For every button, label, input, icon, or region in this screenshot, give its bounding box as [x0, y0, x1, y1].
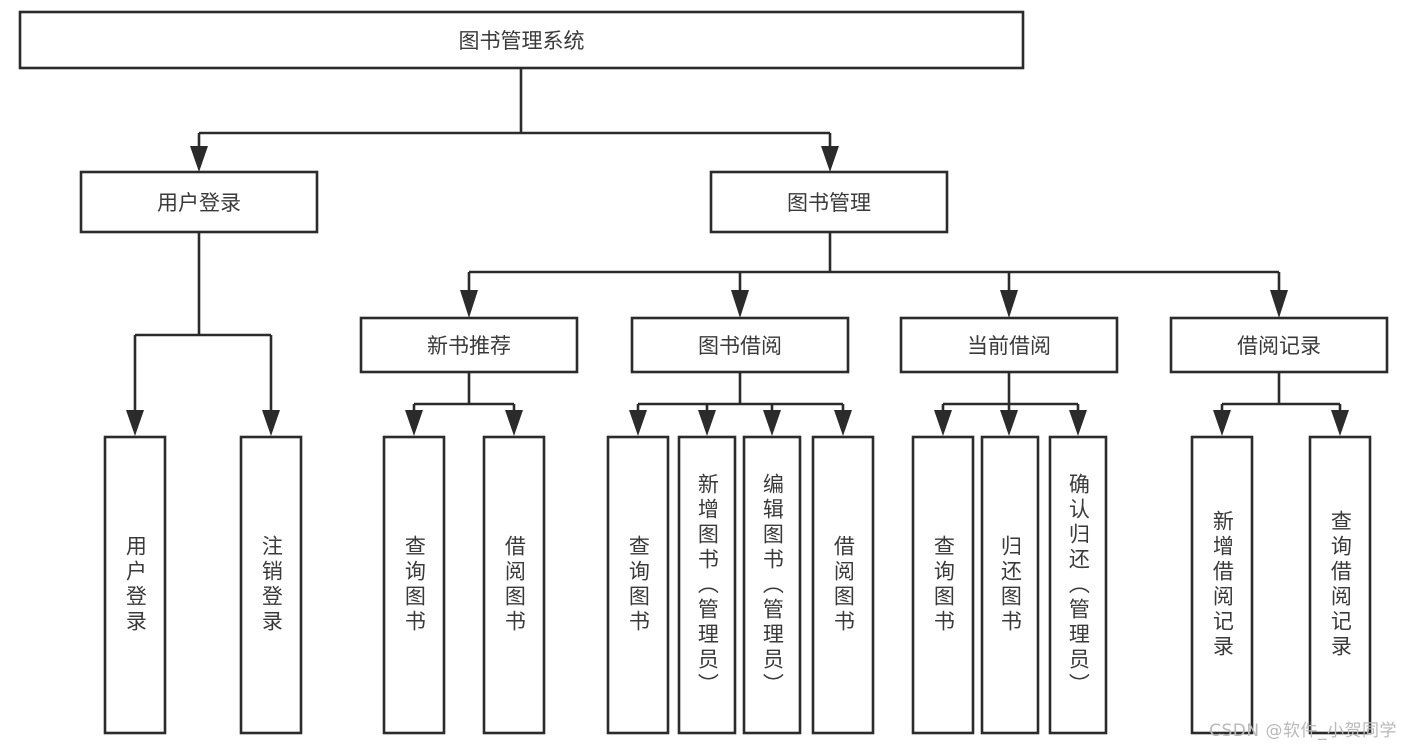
node-leaf-query-book-borrow[interactable]: [606, 435, 670, 735]
node-user-login[interactable]: [79, 170, 319, 234]
arrowhead-nb-leaf-1: [405, 410, 423, 436]
watermark-text: CSDN @软件_小贺同学: [1209, 721, 1397, 741]
node-root-book-management-system[interactable]: [18, 10, 1025, 70]
node-current-borrowing[interactable]: [899, 316, 1119, 374]
node-leaf-query-book-new[interactable]: [382, 435, 446, 735]
arrowhead-bb-leaf-4: [834, 410, 852, 436]
node-leaf-borrow-book[interactable]: [811, 435, 875, 735]
node-leaf-borrow-book-new[interactable]: [482, 435, 546, 735]
arrowhead-book-management: [821, 146, 839, 172]
node-leaf-user-login[interactable]: [103, 435, 167, 735]
node-leaf-return-book[interactable]: [980, 435, 1040, 735]
arrowhead-cb-leaf-1: [934, 410, 952, 436]
node-leaf-logout[interactable]: [239, 435, 303, 735]
arrowhead-leaf-logout: [262, 410, 280, 436]
node-borrowing-record[interactable]: [1169, 316, 1389, 374]
arrowhead-new-book: [460, 290, 478, 318]
arrowhead-br-leaf-2: [1331, 410, 1349, 436]
arrowhead-current-borrow: [1000, 290, 1018, 318]
node-book-management[interactable]: [709, 170, 949, 234]
node-leaf-query-borrow-record[interactable]: [1308, 435, 1372, 735]
arrowhead-br-leaf-1: [1213, 410, 1231, 436]
arrowhead-borrow-record: [1270, 290, 1288, 318]
arrowhead-bb-leaf-3: [763, 410, 781, 436]
node-book-borrowing[interactable]: [630, 316, 850, 374]
node-leaf-confirm-return-admin[interactable]: [1048, 435, 1108, 735]
node-new-book-recommendation[interactable]: [359, 316, 579, 374]
arrowhead-leaf-user-login: [126, 410, 144, 436]
node-leaf-edit-book-admin[interactable]: [742, 435, 802, 735]
arrowhead-bb-leaf-1: [629, 410, 647, 436]
arrowhead-nb-leaf-2: [505, 410, 523, 436]
arrowhead-user-login: [190, 146, 208, 172]
arrowhead-book-borrow: [731, 290, 749, 318]
node-leaf-add-borrow-record[interactable]: [1190, 435, 1254, 735]
arrowhead-bb-leaf-2: [698, 410, 716, 436]
node-leaf-add-book-admin[interactable]: [677, 435, 737, 735]
node-leaf-query-book-current[interactable]: [911, 435, 975, 735]
arrowhead-cb-leaf-3: [1069, 410, 1087, 436]
arrowhead-cb-leaf-2: [1000, 410, 1018, 436]
